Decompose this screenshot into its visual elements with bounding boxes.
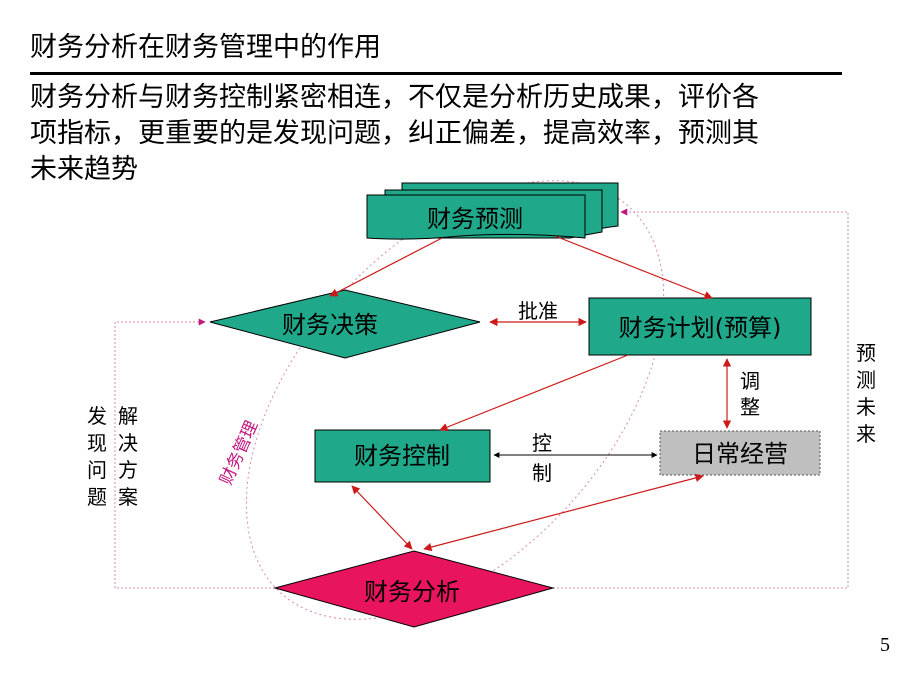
loop-right-forecast-future [553, 208, 849, 589]
node-analysis-label: 财务分析 [364, 578, 460, 606]
node-operations-label: 日常经营 [692, 440, 788, 468]
intro-line: 未来趋势 [30, 154, 138, 185]
edge-label-control-1: 控 [532, 431, 552, 455]
intro-paragraph: 财务分析与财务控制紧密相连，不仅是分析历史成果，评价各 项指标，更重要的是发现问… [30, 80, 870, 188]
side-label-forecast-future-2: 测 [856, 368, 876, 392]
node-plan-label: 财务计划(预算) [619, 314, 782, 342]
edge-label-adjust-2: 整 [740, 395, 760, 419]
edge-label-control-2: 制 [532, 461, 552, 485]
node-forecast: 财务预测 [366, 182, 619, 240]
arrow-plan-to-control [439, 354, 629, 432]
node-decision: 财务决策 [209, 289, 481, 359]
side-label-solve-plan-3: 方 [118, 458, 138, 482]
arrow-forecast-to-decision [329, 237, 443, 297]
arrow-control-analysis [351, 485, 413, 550]
side-label-solve-plan-1: 解 [118, 404, 138, 428]
side-label-find-problems-2: 现 [87, 431, 107, 455]
slide-heading: 财务分析在财务管理中的作用 [30, 32, 381, 63]
page-number: 5 [880, 634, 890, 656]
heading-divider [30, 72, 842, 75]
side-label-find-problems-3: 问 [87, 458, 107, 482]
side-label-solve-plan-4: 案 [118, 485, 138, 509]
node-plan: 财务计划(预算) [588, 297, 812, 356]
boundary-label-financial-management: 财务管理 [216, 418, 262, 488]
side-label-solve-plan-2: 决 [118, 431, 138, 455]
loop-left-find-problems [114, 318, 275, 589]
node-analysis: 财务分析 [273, 550, 555, 628]
side-label-forecast-future-1: 预 [856, 341, 876, 365]
arrow-forecast-to-plan [554, 235, 713, 300]
node-operations: 日常经营 [659, 430, 821, 476]
intro-line: 项指标，更重要的是发现问题，纠正偏差，提高效率，预测其 [30, 118, 759, 149]
side-label-find-problems-4: 题 [87, 485, 107, 509]
node-decision-label: 财务决策 [282, 311, 378, 339]
side-label-forecast-future-4: 来 [856, 422, 876, 446]
side-label-forecast-future-3: 未 [856, 395, 876, 419]
node-control: 财务控制 [314, 429, 491, 483]
edge-label-adjust-1: 调 [740, 369, 760, 393]
intro-line: 财务分析与财务控制紧密相连，不仅是分析历史成果，评价各 [30, 82, 759, 113]
node-control-label: 财务控制 [354, 442, 450, 470]
edge-label-approve: 批准 [518, 299, 558, 323]
node-forecast-label: 财务预测 [427, 205, 523, 233]
side-label-find-problems-1: 发 [87, 404, 107, 428]
arrow-analysis-operations [423, 473, 704, 552]
